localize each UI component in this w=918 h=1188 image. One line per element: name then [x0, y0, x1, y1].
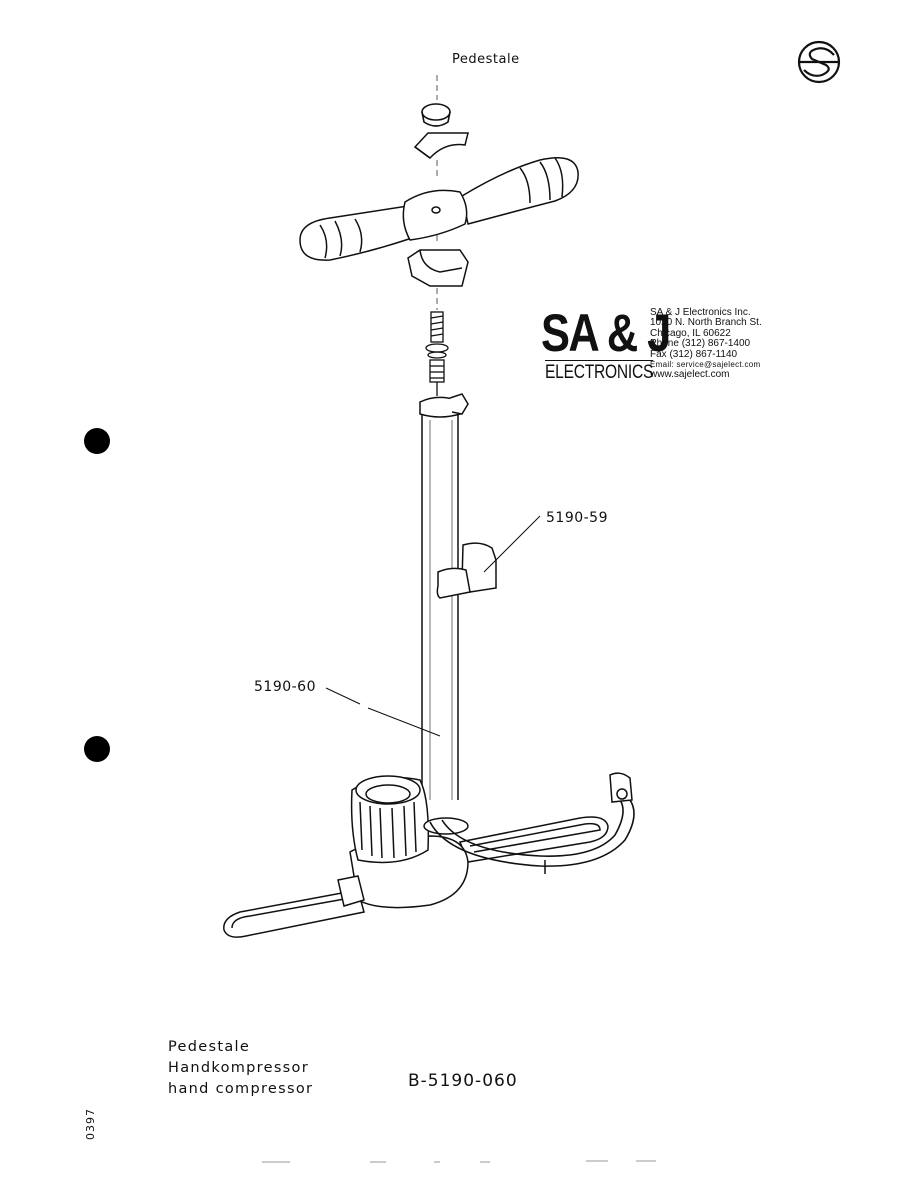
contact-address: 1020 N. North Branch St.: [650, 317, 762, 329]
contact-fax: Fax (312) 867-1140: [650, 348, 738, 360]
page-title: Pedestale: [452, 52, 520, 67]
brand-emblem-icon: [797, 40, 841, 84]
piston-rod: [425, 311, 449, 396]
leader-lines: [325, 515, 541, 737]
contact-website: www.sajelect.com: [650, 369, 730, 381]
dealer-logo-wordmark: SA & J: [541, 304, 671, 363]
binder-hole-bottom: [84, 736, 110, 762]
dealer-logo-subtitle: ELECTRONICS: [545, 360, 654, 383]
upper-saddle: [413, 132, 469, 159]
part-number: B-5190-060: [408, 1071, 518, 1091]
lower-saddle: [407, 249, 469, 287]
contact-email: Email: service@sajelect.com: [650, 360, 761, 370]
caption-line-english: hand compressor: [168, 1081, 314, 1097]
scan-marks: [262, 1160, 656, 1163]
contact-phone: Phone (312) 867-1400: [650, 338, 751, 350]
pump-base: [223, 772, 635, 938]
date-code: 0397: [84, 1108, 97, 1140]
cap-nut: [421, 103, 451, 127]
contact-city: Chicago, IL 60622: [650, 327, 731, 339]
tube-clip: [436, 542, 497, 599]
t-handle: [299, 157, 579, 261]
part-description: Pedestale Handkompressor hand compressor: [168, 1037, 313, 1100]
caption-line-german: Handkompressor: [168, 1060, 309, 1076]
binder-hole-top: [84, 428, 110, 454]
callout-5190-59: 5190-59: [546, 510, 608, 526]
contact-company: SA & J Electronics Inc.: [650, 307, 751, 318]
callout-5190-60: 5190-60: [254, 679, 316, 695]
dealer-contact-block: SA & J Electronics Inc. 1020 N. North Br…: [650, 307, 762, 381]
caption-line-italian: Pedestale: [168, 1039, 251, 1055]
pump-tube: [419, 393, 469, 800]
